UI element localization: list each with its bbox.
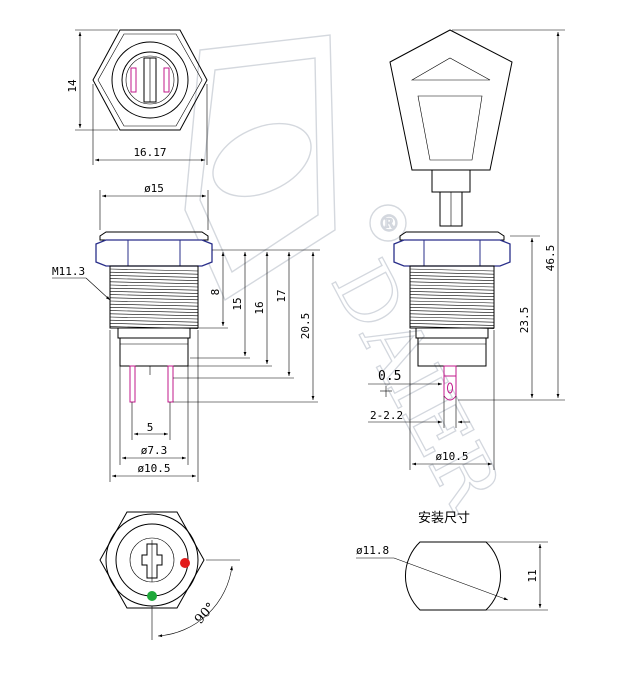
- thread-line: [109, 294, 199, 297]
- front-dim-top-dia: ø15: [144, 182, 164, 195]
- front-dim-8: 8: [209, 289, 222, 296]
- front-dim-15: 15: [231, 297, 244, 310]
- thread-line: [409, 271, 495, 275]
- thread-line: [409, 307, 495, 310]
- front-dim-dia-10-5: ø10.5: [137, 462, 170, 475]
- thread-line: [109, 281, 199, 285]
- thread-line: [109, 271, 199, 275]
- thread-line: [409, 313, 495, 317]
- thread-line: [409, 316, 495, 320]
- thread-line: [109, 278, 199, 281]
- front-dim-17: 17: [275, 289, 288, 302]
- thread-line: [109, 287, 199, 291]
- thread-line: [409, 281, 495, 285]
- watermark-registered-mark: ®: [378, 212, 400, 237]
- front-dim-20-5: 20.5: [299, 313, 312, 340]
- thread-line: [409, 287, 495, 291]
- thread-line: [109, 268, 199, 272]
- thread-line: [409, 294, 495, 297]
- thread-line: [409, 303, 495, 307]
- thread-line: [409, 319, 495, 323]
- thread-line: [409, 323, 495, 326]
- mounting-dim-dia: ø11.8: [356, 544, 389, 557]
- thread-line: [109, 284, 199, 288]
- thread-line: [109, 316, 199, 320]
- top-view: 14 16.17: [66, 29, 208, 165]
- thread-line: [409, 268, 495, 272]
- off-indicator-dot: [147, 591, 157, 601]
- thread-line: [109, 300, 199, 304]
- thread-line: [109, 319, 199, 323]
- front-thread-label: M11.3: [52, 265, 85, 278]
- side-dim-pin-width: 2-2.2: [370, 409, 403, 422]
- mounting-dim-flat: 11: [526, 569, 539, 582]
- mounting-title: 安装尺寸: [418, 511, 470, 526]
- thread-line: [409, 297, 495, 301]
- on-indicator-dot: [180, 558, 190, 568]
- front-dim-dia-7-3: ø7.3: [141, 444, 168, 457]
- thread-line: [109, 275, 199, 278]
- thread-line: [409, 291, 495, 294]
- thread-line: [409, 284, 495, 288]
- thread-line: [109, 313, 199, 317]
- front-dim-pin-spacing: 5: [147, 421, 154, 434]
- thread-line: [409, 275, 495, 278]
- thread-line: [409, 310, 495, 313]
- side-dim-body: 23.5: [518, 307, 531, 334]
- mounting-cutout: 安装尺寸 ø11.8 11: [356, 511, 548, 611]
- thread-line: [409, 278, 495, 281]
- thread-line: [109, 303, 199, 307]
- front-dim-16: 16: [253, 301, 266, 314]
- thread-line: [109, 297, 199, 301]
- thread-line: [109, 307, 199, 310]
- thread-line: [409, 300, 495, 304]
- thread-line: [109, 310, 199, 313]
- thread-line: [109, 323, 199, 326]
- side-view: 46.5 23.5 0.5 2-2.2 ø10.5: [368, 29, 565, 470]
- bottom-view: 90°: [99, 511, 240, 640]
- side-dim-total: 46.5: [544, 245, 557, 272]
- side-dim-dia-10-5: ø10.5: [435, 450, 468, 463]
- thread-line: [109, 291, 199, 294]
- top-view-dim-height: 14: [66, 79, 79, 93]
- top-view-dim-width: 16.17: [133, 146, 166, 159]
- front-view: ø15 M11.3 8 15 16 17 20.5 5 ø7.3: [52, 182, 320, 482]
- side-dim-pin-thickness: 0.5: [378, 369, 401, 384]
